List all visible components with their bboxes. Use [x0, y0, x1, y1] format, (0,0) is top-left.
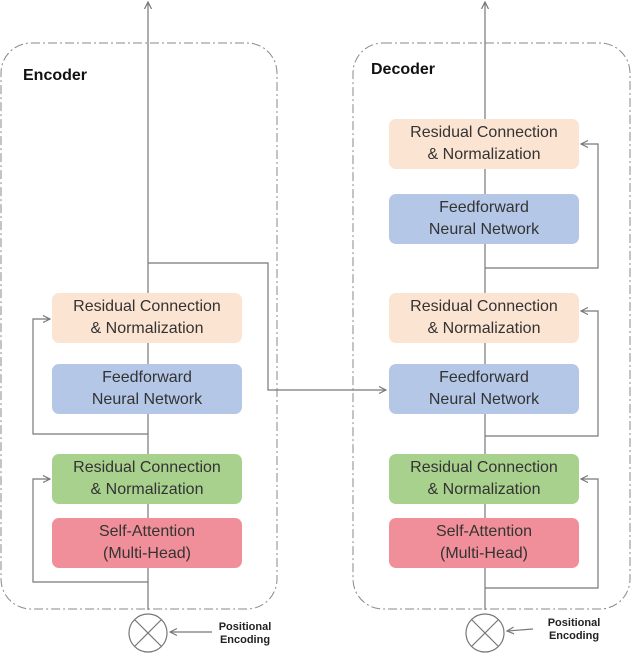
block-line1: Residual Connection [410, 459, 558, 476]
decoder-skip-attention [485, 479, 599, 589]
encoder-title: Encoder [23, 67, 88, 84]
block-line1: Feedforward [439, 369, 529, 386]
decoder-title: Decoder [371, 61, 436, 78]
block-line2: Neural Network [428, 391, 540, 408]
decoder-residual-norm-1: Residual Connection & Normalization [389, 454, 579, 504]
decoder-skip-cross [485, 311, 599, 437]
pe-line2: Encoding [219, 634, 271, 646]
encoder-panel [0, 42, 278, 610]
pe-line1: Positional [218, 621, 272, 633]
encoder-residual-norm-1: Residual Connection & Normalization [52, 454, 242, 504]
decoder-feedforward-top: Feedforward Neural Network [389, 194, 579, 244]
encoder-skip-ffn [32, 319, 148, 435]
decoder-residual-norm-3: Residual Connection & Normalization [389, 119, 579, 169]
block-line1: Residual Connection [73, 459, 221, 476]
block-line2: & Normalization [427, 146, 541, 163]
block-line1: Residual Connection [410, 298, 558, 315]
decoder-feedforward-bottom: Feedforward Neural Network [389, 364, 579, 414]
encoder-skip-attention [32, 479, 148, 583]
encoder-feedforward: Feedforward Neural Network [52, 364, 242, 414]
block-line1: Self-Attention [435, 523, 533, 540]
block-line2: (Multi-Head) [439, 545, 528, 562]
block-line1: Residual Connection [73, 298, 221, 315]
decoder-self-attention: Self-Attention (Multi-Head) [389, 518, 579, 568]
pe-line1: Positional [547, 617, 601, 629]
decoder-skip-ffn [485, 144, 599, 269]
block-line2: (Multi-Head) [102, 545, 191, 562]
block-line2: & Normalization [427, 481, 541, 498]
decoder-residual-norm-2: Residual Connection & Normalization [389, 293, 579, 343]
encoder-self-attention: Self-Attention (Multi-Head) [52, 518, 242, 568]
decoder-pe-node [465, 613, 505, 653]
decoder-positional-encoding-label: Positional Encoding [538, 617, 610, 643]
decoder-pe-arrow [507, 629, 534, 631]
block-line2: & Normalization [427, 320, 541, 337]
block-line2: & Normalization [90, 481, 204, 498]
encoder-residual-norm-2: Residual Connection & Normalization [52, 293, 242, 343]
decoder-panel [352, 42, 631, 610]
block-line2: Neural Network [91, 391, 203, 408]
encoder-pe-node [128, 613, 168, 653]
block-line1: Self-Attention [98, 523, 196, 540]
block-line1: Feedforward [102, 369, 192, 386]
encoder-to-decoder-arrow [148, 262, 386, 390]
pe-line2: Encoding [548, 630, 600, 642]
block-line1: Feedforward [439, 199, 529, 216]
encoder-positional-encoding-label: Positional Encoding [212, 621, 278, 647]
block-line2: Neural Network [428, 221, 540, 238]
block-line1: Residual Connection [410, 124, 558, 141]
block-line2: & Normalization [90, 320, 204, 337]
